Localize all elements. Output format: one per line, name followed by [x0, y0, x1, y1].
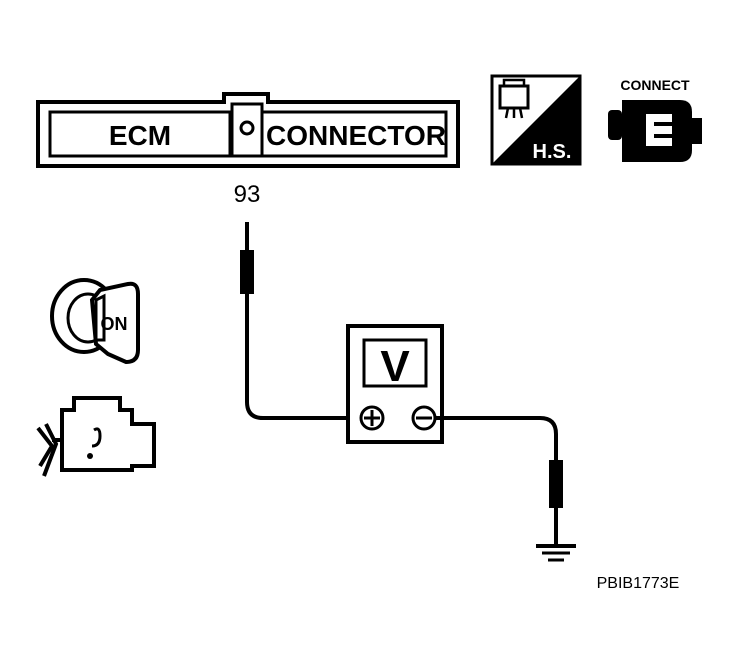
ground-icon	[536, 544, 576, 562]
ecm-label: ECM	[109, 120, 171, 151]
voltmeter: V	[346, 324, 444, 444]
voltmeter-display	[362, 338, 428, 388]
ignition-key-on-icon: ON	[50, 278, 140, 365]
hs-label: H.S.	[533, 141, 572, 163]
key-on-label: ON	[101, 314, 128, 334]
negative-probe-lead	[435, 416, 558, 545]
negative-probe-tip	[549, 460, 563, 508]
connector-label: CONNECTOR	[266, 120, 446, 151]
connect-icon	[608, 100, 702, 162]
connect-label: CONNECT	[620, 77, 690, 93]
terminal-number: 93	[234, 181, 261, 208]
voltmeter-label: V	[380, 342, 410, 391]
positive-probe-lead	[245, 222, 360, 420]
engine-icon	[36, 396, 156, 477]
positive-probe-tip	[240, 250, 254, 294]
connector-lock-icon	[239, 120, 255, 136]
ecm-connector-header: ECM CONNECTOR	[36, 92, 460, 168]
harness-side-badge: H.S.	[490, 74, 582, 166]
connect-badge: CONNECT	[608, 77, 702, 162]
figure-code: PBIB1773E	[597, 575, 680, 592]
harness-side-icon	[498, 78, 530, 119]
